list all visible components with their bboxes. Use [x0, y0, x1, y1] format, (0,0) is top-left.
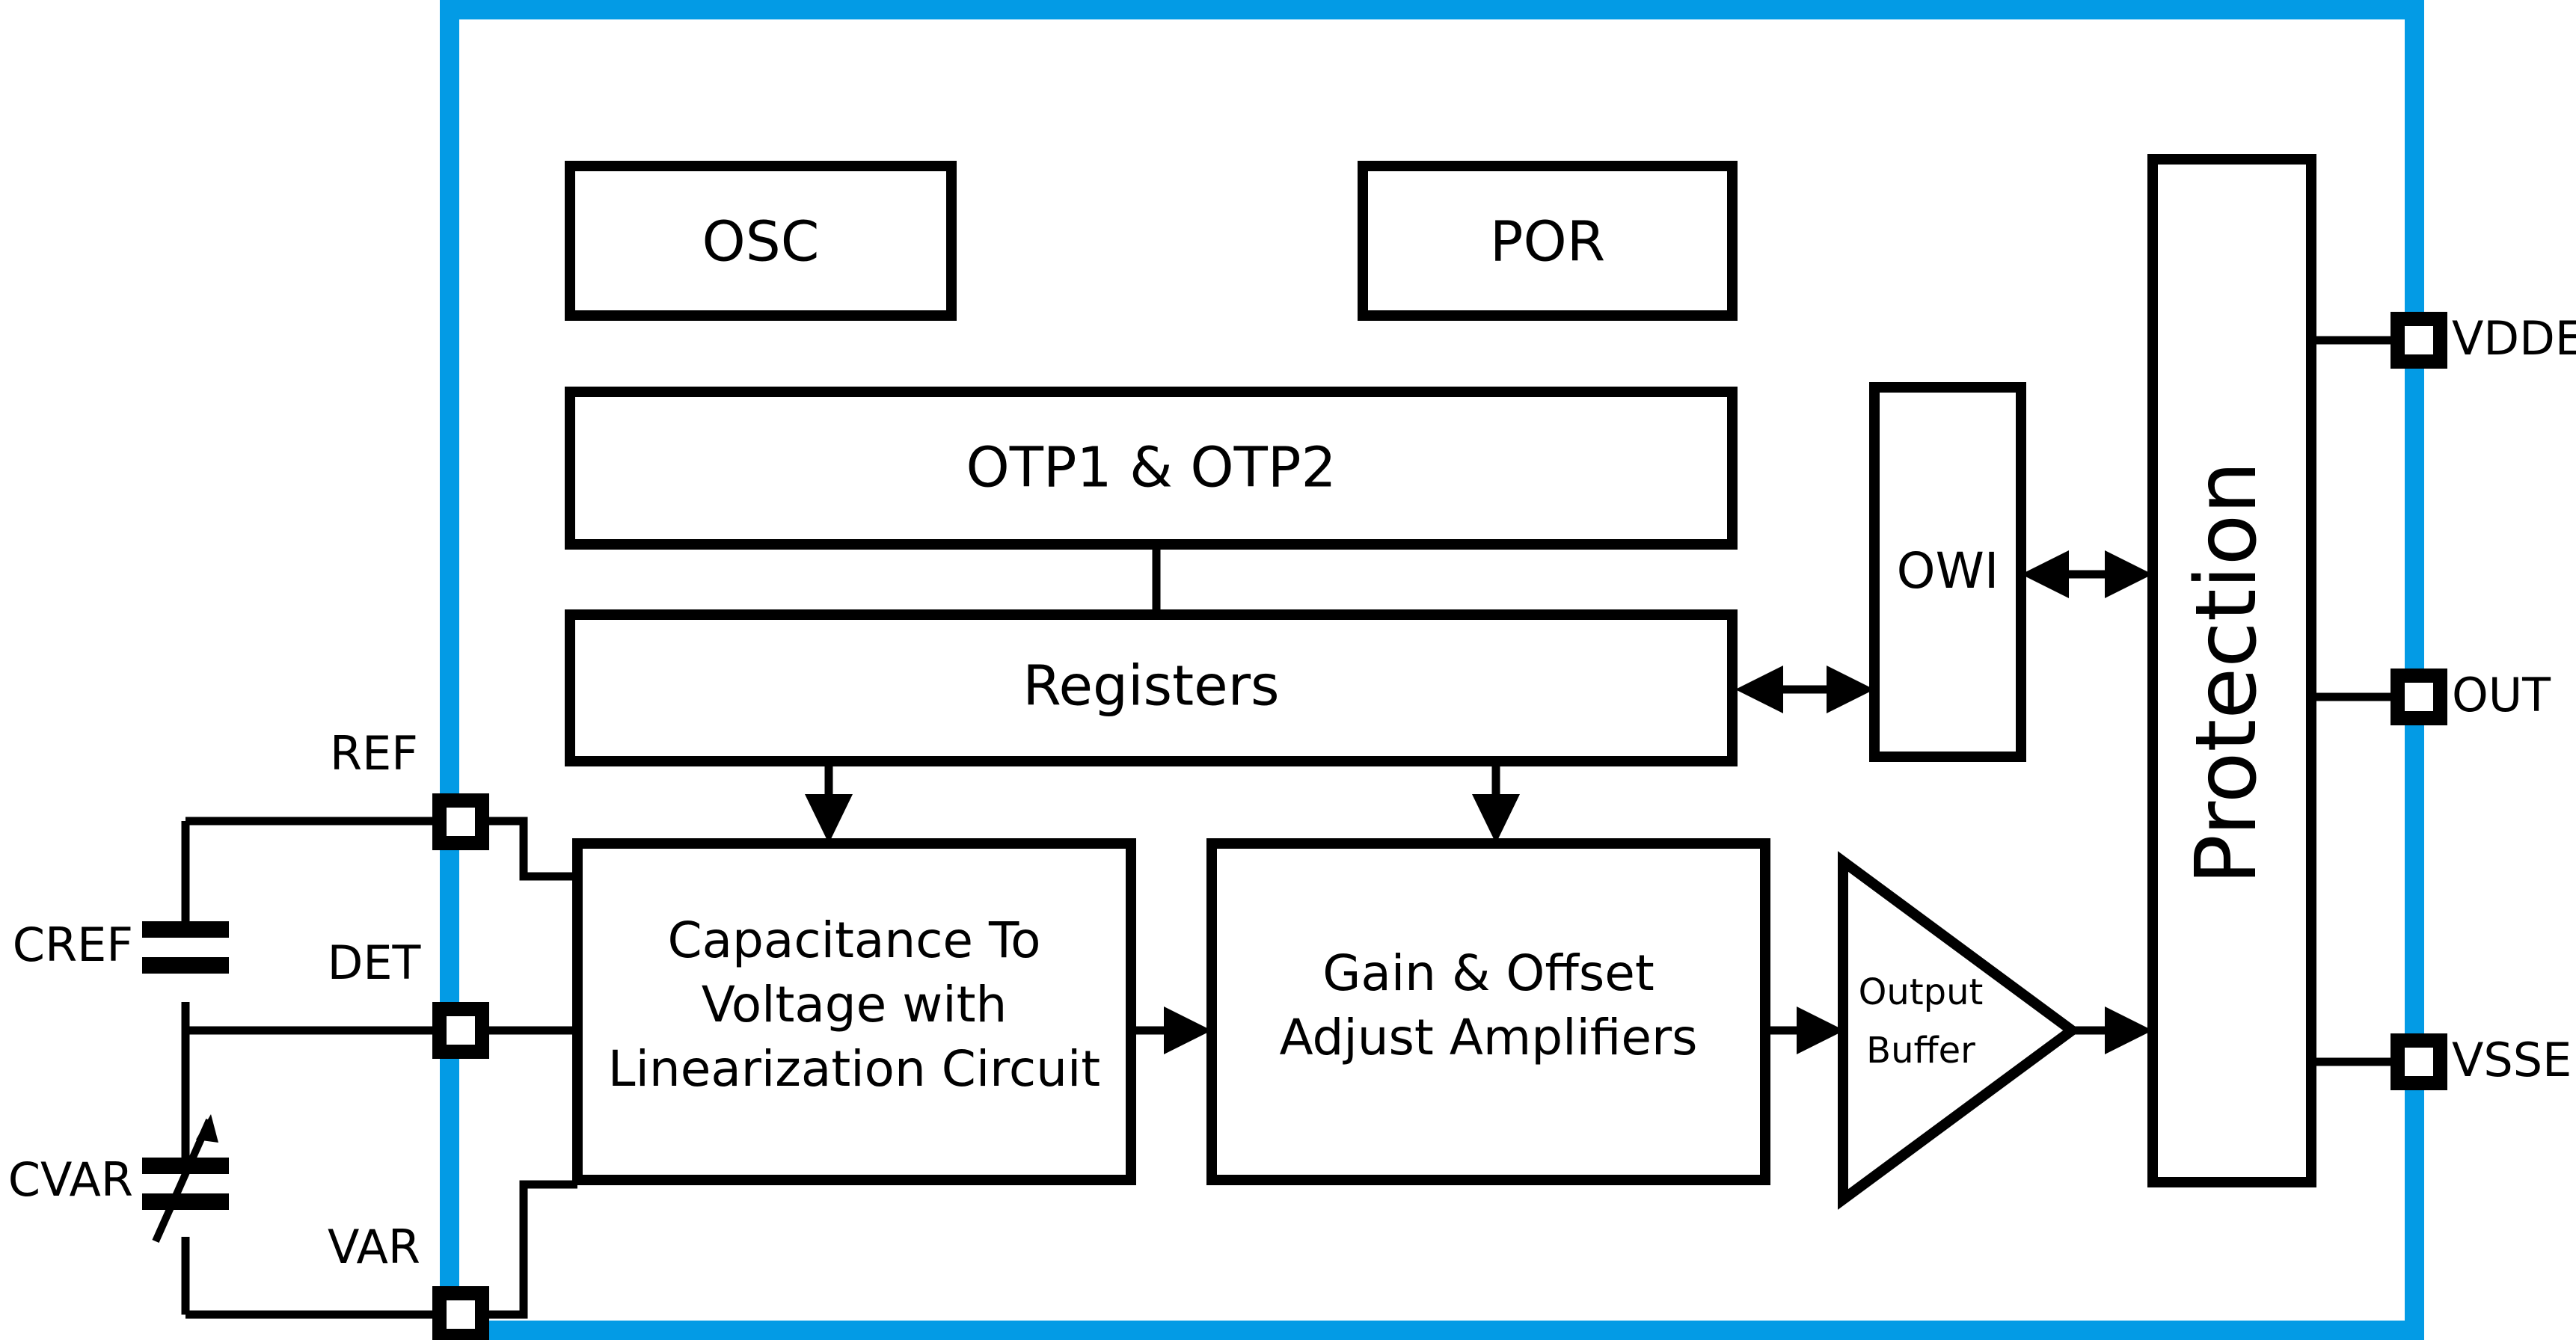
pin-label-out: OUT: [2452, 668, 2551, 722]
pin-square-det-inner: [447, 1016, 475, 1045]
wire-ref-to-c2v: [489, 817, 577, 881]
block-c2v-label-line1: Capacitance To: [668, 912, 1041, 969]
pin-label-vdde: VDDE: [2452, 311, 2576, 366]
block-output-buffer[interactable]: [1838, 851, 2081, 1210]
arrowhead-outbuf-left: [1797, 1006, 1844, 1054]
cref-plate-top: [142, 921, 229, 938]
cvar-plate-bottom: [142, 1193, 229, 1210]
block-por-label: POR: [1490, 210, 1605, 274]
arrowhead-protection-out: [2105, 1006, 2153, 1054]
block-output-buffer-label-line2: Buffer: [1866, 1030, 1975, 1072]
block-protection-label: Protection: [2178, 461, 2275, 885]
block-protection[interactable]: [2147, 154, 2316, 1187]
arrowhead-owi-right: [1827, 666, 1874, 713]
pin-square-out-inner: [2405, 683, 2433, 711]
block-gain-label-line2: Adjust Amplifiers: [1279, 1009, 1697, 1066]
cvar-variable-arrow-shaft: [152, 1118, 213, 1244]
pin-label-ref: REF: [330, 726, 418, 781]
pin-label-vsse: VSSE: [2452, 1033, 2572, 1087]
block-owi[interactable]: [1869, 382, 2026, 762]
pin-square-vdde-inner: [2405, 326, 2433, 354]
arrowhead-gain-top: [1472, 794, 1520, 843]
arrowhead-c2v-top: [805, 794, 853, 843]
block-owi-label: OWI: [1897, 542, 1999, 600]
cvar-label: CVAR: [8, 1152, 133, 1207]
pin-square-var-inner: [447, 1300, 475, 1329]
arrowhead-owi-left: [2021, 550, 2069, 598]
arrowhead-protection-left: [2105, 550, 2153, 598]
block-osc[interactable]: [565, 161, 957, 321]
block-otp-label: OTP1 & OTP2: [966, 436, 1336, 500]
block-osc-label: OSC: [702, 210, 820, 274]
pin-label-det: DET: [328, 935, 422, 990]
pin-label-var: VAR: [328, 1220, 420, 1274]
arrowhead-gain-left: [1164, 1006, 1212, 1054]
arrowhead-registers-left: [1735, 666, 1783, 713]
block-c2v[interactable]: [572, 838, 1136, 1185]
block-por[interactable]: [1358, 161, 1738, 321]
block-gain[interactable]: [1206, 838, 1770, 1185]
pin-square-ref-inner: [447, 808, 475, 836]
block-c2v-label-line3: Linearization Circuit: [608, 1040, 1100, 1098]
pin-square-vsse-inner: [2405, 1048, 2433, 1076]
block-registers[interactable]: [565, 609, 1738, 766]
wire-var-to-c2v: [489, 1180, 577, 1319]
block-output-buffer-label-line1: Output: [1859, 971, 1984, 1013]
block-c2v-label-line2: Voltage with: [702, 976, 1008, 1033]
block-gain-label-line1: Gain & Offset: [1322, 944, 1654, 1002]
block-registers-label: Registers: [1022, 654, 1279, 719]
cref-plate-bottom: [142, 957, 229, 974]
cref-label: CREF: [13, 918, 133, 972]
block-otp[interactable]: [565, 387, 1738, 550]
cvar-variable-arrowhead: [196, 1114, 218, 1143]
